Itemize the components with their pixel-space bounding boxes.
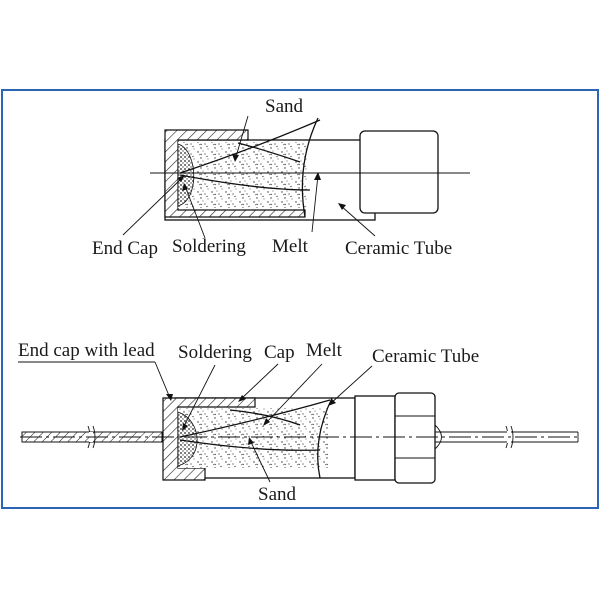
frame-border [1, 89, 599, 509]
bottom-right-cap [354, 395, 396, 481]
top-end-block [359, 130, 439, 214]
bottom-label-melt: Melt [306, 340, 343, 361]
top-label-sand: Sand [265, 96, 304, 117]
top-label-end-cap: End Cap [92, 238, 158, 259]
top-fuse-diagram: Sand End Cap Soldering Melt Ceramic Tube [92, 96, 470, 259]
top-end-cap [164, 129, 306, 218]
top-sand-fill [178, 142, 308, 208]
bottom-fuse-diagram: End cap with lead Soldering Cap Melt Cer… [18, 340, 580, 505]
bottom-label-sand: Sand [258, 484, 297, 505]
bottom-label-soldering: Soldering [178, 342, 252, 363]
bottom-sand-fill [178, 408, 328, 468]
top-label-melt: Melt [272, 236, 309, 257]
bottom-label-ceramic-tube: Ceramic Tube [372, 346, 479, 367]
bottom-label-cap: Cap [264, 342, 295, 363]
top-melt-curve [179, 119, 321, 174]
top-soldering [177, 143, 195, 207]
top-label-ceramic-tube: Ceramic Tube [345, 238, 452, 259]
bottom-label-end-cap-with-lead: End cap with lead [18, 340, 155, 361]
top-label-soldering: Soldering [172, 236, 246, 257]
